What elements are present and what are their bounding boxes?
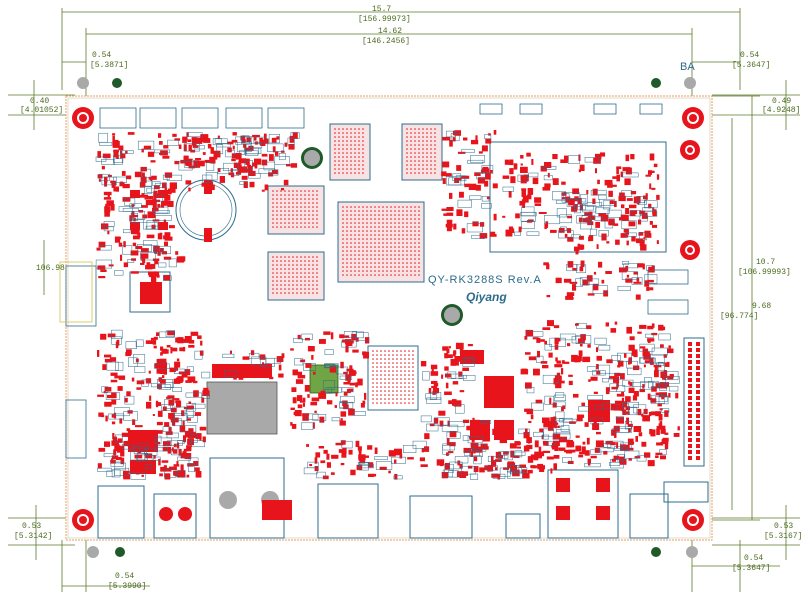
dim-right-top-offset: 0.49 <box>772 97 791 106</box>
hole-bottom-left-outer <box>87 546 99 558</box>
hole-top-left-outer <box>77 77 89 89</box>
dim-right-height-mm: [106.99993] <box>738 268 791 277</box>
ddr-chip-3 <box>329 123 371 181</box>
major-components <box>59 123 709 539</box>
brand-logo-text: Qiyang <box>466 290 507 304</box>
top-connectors <box>99 103 663 129</box>
dim-right-inner: 9.68 <box>752 302 771 311</box>
ddr-chip-1 <box>267 185 325 235</box>
silkscreen-details <box>95 130 680 480</box>
terminal-block <box>153 493 197 539</box>
emmc-chip <box>206 381 278 435</box>
via-top-right <box>651 78 661 88</box>
usb-connector-1 <box>317 483 379 539</box>
dim-top-left-hole-mm: [5.3871] <box>90 61 128 70</box>
dim-right-inner-mm: [96.774] <box>720 312 758 321</box>
dim-bottom-left-hole-mm: [5.3990] <box>108 582 146 591</box>
mounting-holes <box>72 77 704 558</box>
soc-chip <box>337 201 425 283</box>
micro-usb <box>505 513 541 539</box>
rj45-connector <box>209 457 285 539</box>
dim-left-mid: 106.98 <box>36 264 65 273</box>
ddr-chip-4 <box>401 123 443 181</box>
via-bottom-right <box>651 547 661 557</box>
via-bottom-left <box>115 547 125 557</box>
phy-chip-outline <box>367 345 419 411</box>
ddr-chip-2 <box>267 251 325 301</box>
smd-pads <box>96 128 700 520</box>
dim-top-left-hole: 0.54 <box>92 51 111 60</box>
dim-bottom-right-offset: 0.53 <box>774 522 793 531</box>
dim-top-overall: 15.7 <box>372 5 391 14</box>
dim-left-top-offset-mm: [4.01052] <box>20 106 63 115</box>
ba-label: BA <box>680 61 695 73</box>
via-top-left <box>112 78 122 88</box>
pmic-chip <box>484 376 514 408</box>
dim-right-height: 10.7 <box>756 258 775 267</box>
dim-bottom-right-hole-mm: [5.3647] <box>732 564 770 573</box>
dim-bottom-left-offset: 0.53 <box>22 522 41 531</box>
hole-top-right-outer <box>684 77 696 89</box>
dim-top-right-hole: 0.54 <box>740 51 759 60</box>
dim-top-overall-mm: [156.99973] <box>358 15 411 24</box>
board-model-label: QY-RK3288S Rev.A <box>428 274 542 286</box>
usb-connector-2 <box>547 469 619 539</box>
hole-bottom-right-outer <box>686 546 698 558</box>
dim-bottom-right-hole: 0.54 <box>744 554 763 563</box>
dim-bottom-left-offset-mm: [5.3142] <box>14 532 52 541</box>
dim-top-inner: 14.62 <box>378 27 402 36</box>
gpio-header <box>683 337 705 467</box>
dim-bottom-left-hole: 0.54 <box>115 572 134 581</box>
dim-top-inner-mm: [146.2456] <box>362 37 410 46</box>
dim-left-top-offset: 0.40 <box>30 97 49 106</box>
dim-bottom-right-offset-mm: [5.3167] <box>764 532 802 541</box>
dim-top-right-hole-mm: [5.3647] <box>732 61 770 70</box>
power-jack <box>97 485 145 539</box>
dimension-annotations: 15.7 [156.99973] 14.62 [146.2456] 0.54 [… <box>8 5 802 592</box>
dim-right-top-offset-mm: [4.9248] <box>762 106 800 115</box>
hdmi-connector <box>409 495 473 539</box>
